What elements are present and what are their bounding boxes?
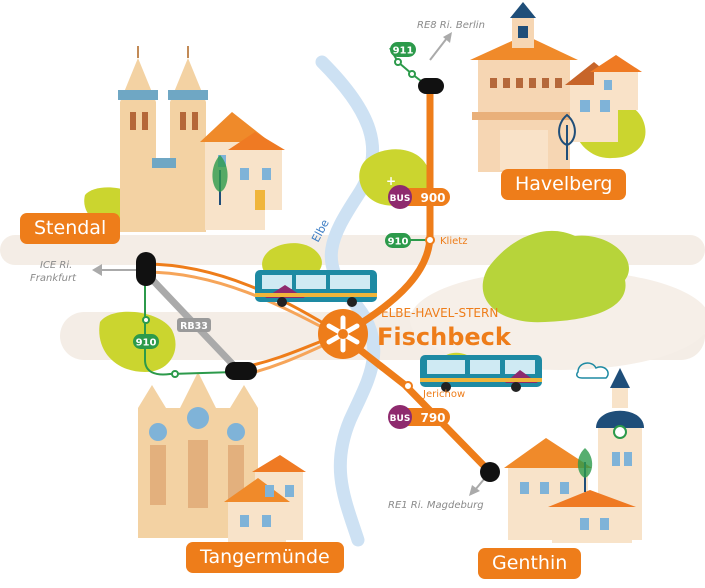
cloud-icon (576, 362, 609, 379)
plus-sign: + (386, 174, 396, 188)
stendal-route-line (144, 262, 336, 332)
plus-bus-900-label: BUS (390, 194, 411, 204)
re8-rail (429, 37, 448, 61)
re8-arrow-icon (443, 32, 452, 43)
north-station[interactable] (418, 78, 444, 94)
bus-910-west-badge[interactable] (133, 334, 159, 349)
stendal-station[interactable] (136, 252, 156, 286)
place-stendal[interactable]: Stendal (20, 213, 121, 244)
bus-910-west-line (144, 270, 236, 376)
tangermuende-illustration (138, 372, 306, 542)
klietz-stop[interactable] (425, 235, 435, 245)
re1-arrow-icon (469, 485, 480, 496)
bus-910-west-label: 910 (136, 338, 157, 349)
bus-910-stop (171, 370, 179, 378)
bus-icon (255, 270, 377, 307)
place-tangermuende[interactable]: Tangermünde (186, 542, 344, 573)
ice-label-line2: Frankfurt (30, 273, 77, 284)
bus-911-stop (394, 58, 402, 66)
rb33-badge[interactable] (177, 318, 211, 332)
bus-911-stop (408, 70, 416, 78)
re8-label: RE8 Ri. Berlin (417, 20, 485, 31)
bus-790-number: 790 (420, 411, 445, 425)
bus-910-north-badge[interactable] (385, 233, 411, 248)
tangermuende-station[interactable] (225, 362, 257, 380)
bus-910-stop (142, 316, 150, 324)
ice-label-line1: ICE Ri. (40, 260, 72, 271)
bus-900-number: 900 (420, 191, 445, 205)
bus-icon (420, 355, 542, 392)
place-genthin[interactable]: Genthin (478, 548, 582, 579)
hub-title: Fischbeck (377, 323, 512, 351)
bus-911-label: 911 (393, 46, 414, 57)
stendal-illustration (118, 46, 285, 232)
bush (482, 230, 629, 323)
bus-910-north-label: 910 (388, 237, 409, 248)
jerichow-stop[interactable] (403, 381, 413, 391)
place-havelberg[interactable]: Havelberg (501, 169, 627, 200)
plus-sign: + (386, 394, 396, 408)
plus-bus-790-badge[interactable]: + BUS 790 (386, 394, 450, 429)
genthin-station[interactable] (480, 462, 500, 482)
rb33-label: RB33 (180, 321, 208, 332)
klietz-label: Klietz (440, 236, 467, 247)
plus-bus-900-badge[interactable]: + BUS 900 (386, 174, 450, 209)
re1-label: RE1 Ri. Magdeburg (388, 500, 484, 511)
jerichow-label: Jerichow (422, 389, 465, 400)
havelberg-illustration (470, 2, 642, 172)
fischbeck-hub-icon[interactable] (318, 309, 368, 359)
hub-kicker: ELBE-HAVEL-STERN (381, 306, 498, 320)
genthin-illustration (504, 368, 644, 543)
stendal-route-line (144, 270, 336, 336)
plus-bus-790-label: BUS (390, 414, 411, 424)
ice-arrow-icon (92, 264, 102, 276)
bus-911-badge[interactable] (390, 42, 416, 57)
